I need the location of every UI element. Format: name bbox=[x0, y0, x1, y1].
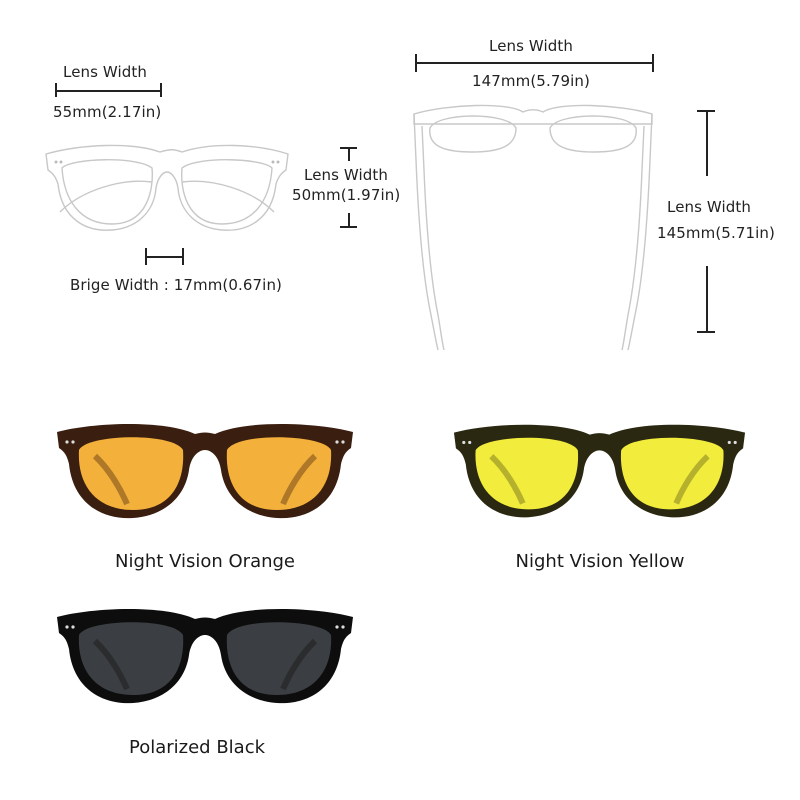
temple-length-bracket bbox=[706, 110, 708, 176]
temple-length-bracket bbox=[706, 266, 708, 332]
top-glasses-outline bbox=[413, 104, 653, 351]
bracket-tick bbox=[697, 331, 715, 333]
frame-width-label: Lens Width bbox=[489, 37, 573, 55]
lens-height-bracket bbox=[348, 147, 350, 161]
lens-height-value: 50mm(1.97in) bbox=[292, 186, 401, 204]
sunglasses-yellow-icon bbox=[453, 424, 746, 518]
lens-height-bracket bbox=[348, 213, 350, 226]
bracket-tick bbox=[340, 226, 357, 228]
front-glasses-outline bbox=[45, 144, 289, 231]
bracket-tick bbox=[182, 248, 184, 265]
bridge-width-label: Brige Width : 17mm(0.67in) bbox=[70, 276, 282, 294]
frame-width-bracket bbox=[415, 62, 653, 64]
variant-name: Night Vision Orange bbox=[114, 551, 296, 572]
bracket-tick bbox=[145, 248, 147, 265]
lens-width-value: 55mm(2.17in) bbox=[53, 103, 162, 121]
bracket-tick bbox=[415, 54, 417, 72]
lens-width-label: Lens Width bbox=[63, 63, 147, 81]
lens-height-label: Lens Width bbox=[304, 166, 388, 184]
variant-name: Polarized Black bbox=[128, 737, 266, 758]
bracket-tick bbox=[55, 83, 57, 97]
frame-width-value: 147mm(5.79in) bbox=[472, 72, 590, 90]
bracket-tick bbox=[652, 54, 654, 72]
lens-width-bracket bbox=[55, 90, 161, 92]
sunglasses-black-icon bbox=[57, 609, 353, 704]
temple-length-value: 145mm(5.71in) bbox=[657, 224, 775, 242]
variant-name: Night Vision Yellow bbox=[515, 551, 685, 572]
bracket-tick bbox=[160, 83, 162, 97]
sunglasses-orange-icon bbox=[57, 424, 353, 519]
bridge-bracket bbox=[145, 256, 183, 258]
temple-length-label: Lens Width bbox=[667, 198, 751, 216]
